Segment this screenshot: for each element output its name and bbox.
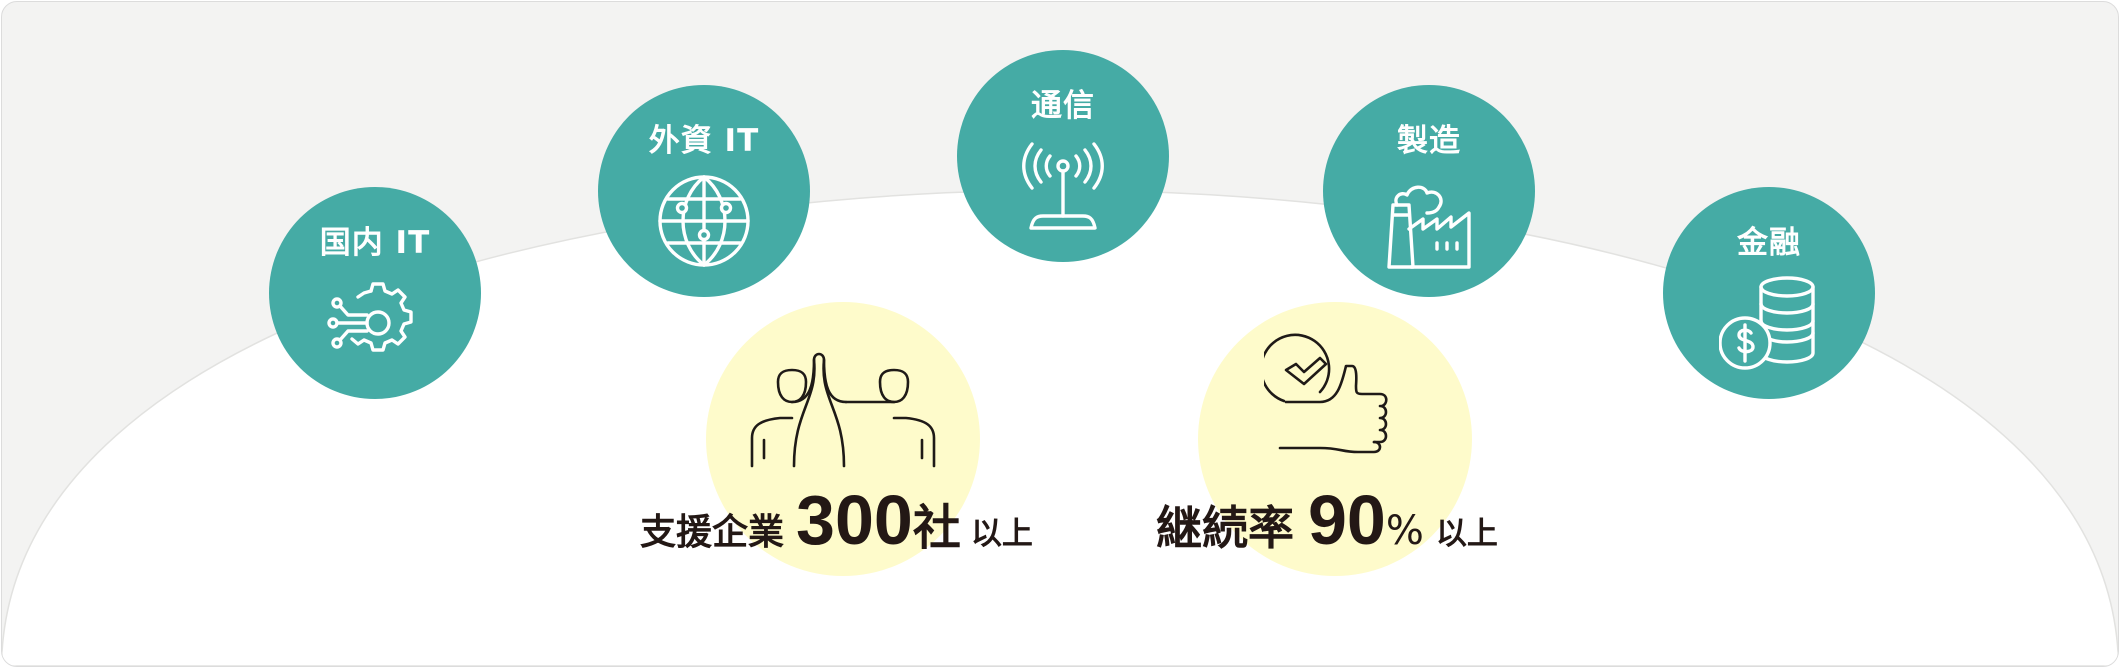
stat-highlight-circle — [1198, 302, 1472, 576]
stat-prefix: 継続率 — [1156, 501, 1294, 555]
stat-number: 300 — [796, 481, 913, 559]
industry-finance: 金融 — [1663, 187, 1875, 399]
industry-label: 外資 IT — [648, 123, 760, 159]
factory-icon — [1379, 171, 1479, 271]
stat-suffix: 以上 — [1435, 516, 1498, 552]
globe-network-icon — [654, 171, 754, 271]
stat-suffix: 以上 — [970, 516, 1033, 552]
antenna-signal-icon — [1013, 136, 1113, 236]
thumbs-up-check-icon — [1259, 330, 1414, 474]
stat-prefix: 支援企業 — [640, 512, 785, 553]
industry-label: 国内 IT — [319, 225, 431, 261]
stat-retention: 継続率 90 % 以上 — [1156, 480, 1498, 560]
stat-number: 90 — [1308, 481, 1386, 559]
industry-label: 通信 — [1031, 88, 1095, 124]
coins-dollar-icon — [1718, 273, 1819, 373]
industry-foreign-it: 外資 IT — [598, 85, 810, 297]
stat-unit: % — [1385, 508, 1424, 554]
industry-manufacturing: 製造 — [1323, 85, 1535, 297]
industry-label: 金融 — [1737, 225, 1801, 261]
stat-clients: 支援企業 300 社 以上 — [640, 480, 1033, 560]
industry-telecom: 通信 — [957, 50, 1169, 262]
high-five-icon — [750, 350, 936, 474]
stat-unit: 社 — [912, 500, 961, 556]
gear-circuit-icon — [325, 273, 425, 373]
industry-label: 製造 — [1397, 123, 1461, 159]
industry-domestic-it: 国内 IT — [269, 187, 481, 399]
